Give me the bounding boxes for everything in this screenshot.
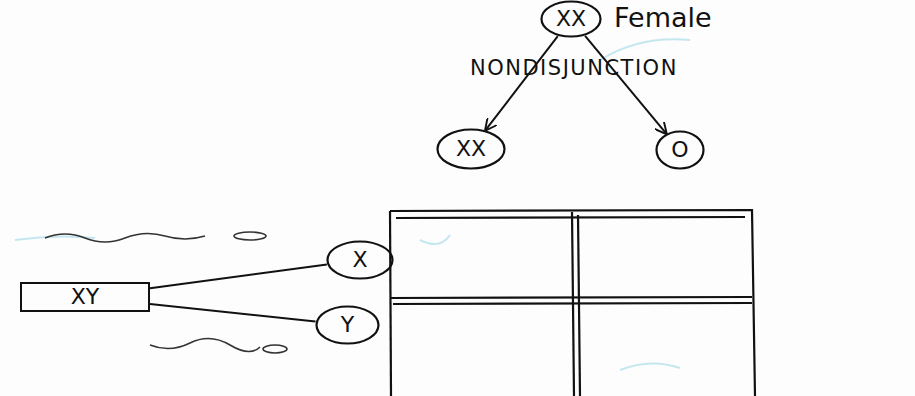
gamete-circle: XX — [436, 128, 506, 170]
sperm-head — [234, 232, 266, 240]
node-label: X — [352, 249, 367, 271]
node-label: O — [671, 139, 688, 161]
node-label: XX — [556, 8, 586, 30]
grid-divider — [393, 303, 752, 304]
connector-line — [150, 304, 316, 322]
connector-line — [150, 265, 327, 289]
sperm-head — [263, 345, 287, 353]
punnett-grid — [390, 210, 755, 396]
node-label: Y — [341, 314, 354, 336]
gamete-circle: X — [326, 240, 394, 280]
sperm-tail — [45, 233, 205, 242]
connector-arrow — [486, 36, 558, 130]
grid-inner-line — [396, 217, 745, 218]
sperm-tail — [150, 338, 260, 351]
gamete-circle: Y — [315, 305, 380, 345]
process-label: NONDISJUNCTION — [470, 56, 678, 80]
parent-box: XY — [20, 282, 150, 312]
grid-outline — [390, 210, 755, 396]
grid-divider — [578, 215, 580, 396]
node-heading: Female — [614, 2, 712, 33]
node-label: XY — [71, 286, 100, 308]
sperm-tails — [45, 232, 287, 353]
paper-smudges — [15, 39, 690, 370]
gamete-circle: O — [655, 130, 705, 170]
grid-outline — [390, 211, 391, 396]
node-label: XX — [456, 138, 486, 160]
parent-circle: XXFemale — [540, 0, 602, 38]
connector-arrow — [585, 36, 666, 133]
grid-divider — [391, 297, 752, 298]
